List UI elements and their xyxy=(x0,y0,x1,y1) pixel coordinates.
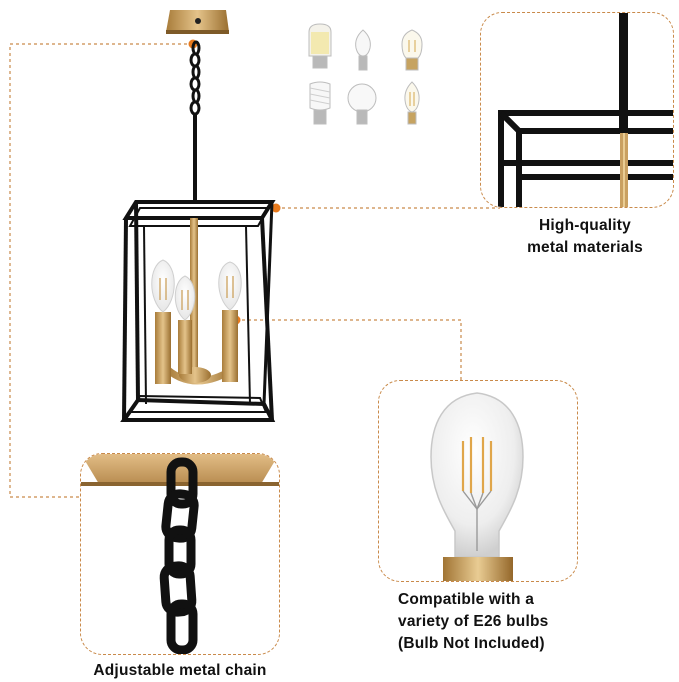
e26-bulb-closeup xyxy=(430,392,524,581)
filament-candle-bulb-icon xyxy=(404,81,420,125)
metal-detail-box xyxy=(480,12,674,208)
down-rod xyxy=(193,114,197,202)
lamp-bulbs xyxy=(151,259,242,321)
st-vintage-bulb-icon xyxy=(401,29,423,71)
chain-closeup xyxy=(81,454,279,654)
metal-caption-line-2: metal materials xyxy=(527,239,643,256)
candle-bulb-icon xyxy=(355,29,371,71)
ceiling-canopy xyxy=(166,10,229,34)
spiral-cfl-bulb-icon xyxy=(309,81,331,125)
metal-caption-line-1: High-quality xyxy=(539,217,631,234)
frame xyxy=(120,200,276,422)
chain xyxy=(189,40,201,116)
led-tube-bulb-icon xyxy=(308,23,332,69)
bulb-caption-line-1: Compatible with a xyxy=(398,591,535,608)
bulb-caption: Compatible with a variety of E26 bulbs (… xyxy=(398,589,628,655)
bulb-caption-line-3: (Bulb Not Included) xyxy=(398,635,545,652)
chain-callout-line xyxy=(9,43,193,498)
metal-frame-closeup xyxy=(498,13,673,207)
globe-bulb-icon xyxy=(347,83,377,125)
candle-cups xyxy=(155,310,238,385)
metal-callout-dot xyxy=(271,203,281,213)
bulb-caption-line-2: variety of E26 bulbs xyxy=(398,613,549,630)
chain-detail-box xyxy=(80,453,280,655)
metal-caption: High-quality metal materials xyxy=(495,215,675,259)
bulb-detail-box xyxy=(378,380,578,582)
bulb-callout-line xyxy=(236,319,462,380)
chain-caption: Adjustable metal chain xyxy=(93,662,267,679)
